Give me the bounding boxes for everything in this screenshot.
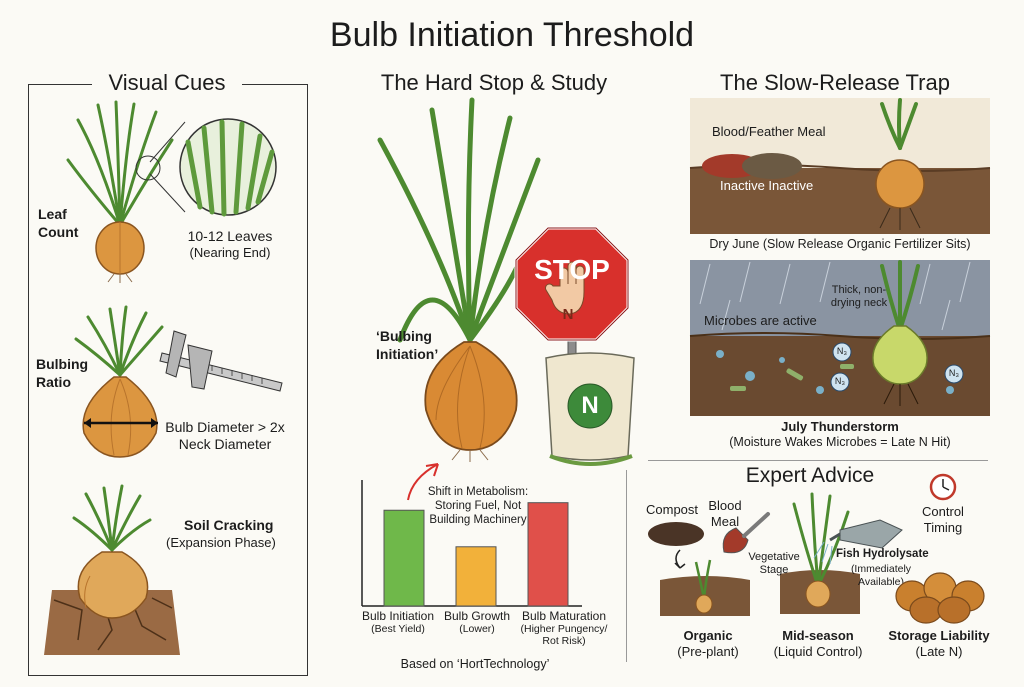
july-caption-main: July Thunderstorm xyxy=(781,419,899,434)
bar-note-growth: (Lower) xyxy=(459,623,495,635)
expert-divider-horizontal xyxy=(648,460,988,461)
meal-label: Blood/Feather Meal xyxy=(712,124,826,139)
soil-cracking-note: (Expansion Phase) xyxy=(166,535,276,550)
metabolism-note: Shift in Metabolism: Storing Fuel, Not B… xyxy=(427,486,529,526)
bar-bulb-initiation xyxy=(383,509,425,607)
hand-n-letter: N xyxy=(562,306,574,323)
bar-label-maturation: Bulb Maturation xyxy=(521,609,607,623)
stored-onions-illustration xyxy=(895,572,985,624)
inactive-label: Inactive Inactive xyxy=(720,178,814,193)
bar-note-initiation: (Best Yield) xyxy=(371,623,425,635)
bar-bulb-maturation xyxy=(527,502,569,607)
expert-advice-heading: Expert Advice xyxy=(745,464,875,487)
midseason-title: Mid-season xyxy=(782,628,854,643)
large-onion-illustration xyxy=(377,97,541,462)
leaf-magnifier-illustration xyxy=(135,118,277,217)
midseason-illustration xyxy=(780,492,903,614)
bulbing-ratio-onion-illustration xyxy=(74,305,164,458)
leaf-count-label: Leaf Count xyxy=(38,206,79,240)
bar-label-initiation: Bulb Initiation xyxy=(361,609,435,623)
visual-cues-heading: Visual Cues xyxy=(92,70,242,96)
july-caption-sub: (Moisture Wakes Microbes = Late N Hit) xyxy=(729,435,951,449)
storage-title: Storage Liability xyxy=(888,628,990,643)
bulbing-ratio-note-main: Bulb Diameter > 2x xyxy=(165,419,285,435)
chart-source: Based on ‘HortTechnology’ xyxy=(400,657,550,671)
bar-label-growth: Bulb Growth xyxy=(443,609,511,623)
midseason-sub: (Liquid Control) xyxy=(773,644,863,659)
bulbing-ratio-label: Bulbing Ratio xyxy=(36,356,89,390)
slow-release-heading: The Slow-Release Trap xyxy=(720,70,950,95)
bulbing-ratio-note-sub: Neck Diameter xyxy=(178,436,272,452)
dry-june-caption: Dry June (Slow Release Organic Fertilize… xyxy=(709,237,971,251)
compost-illustration xyxy=(648,522,750,616)
caliper-icon xyxy=(159,330,283,392)
leaf-count-note-main: 10-12 Leaves xyxy=(187,228,273,244)
blood-meal-label: Blood Meal xyxy=(708,498,742,529)
fish-hydrolysate-label: Fish Hydrolysate xyxy=(836,548,929,560)
leaf-count-note-sub: (Nearing End) xyxy=(189,245,271,260)
neck-label: Thick, non-drying neck xyxy=(830,284,888,310)
soil-cracking-illustration xyxy=(44,484,180,655)
nitrogen-tag-1: N₃ xyxy=(836,346,848,356)
leaf-count-onion-illustration xyxy=(66,100,174,283)
metabolism-bar-chart xyxy=(361,480,582,607)
compost-label: Compost xyxy=(646,502,699,517)
fish-note: (Immediately Available) xyxy=(850,563,912,588)
nitrogen-tag-2: N₃ xyxy=(834,376,846,386)
stop-sign-text: STOP xyxy=(534,254,610,285)
fertilizer-bag-letter: N xyxy=(581,392,599,419)
vegetative-stage-label: Vegetative Stage xyxy=(748,551,800,577)
bar-bulb-growth xyxy=(455,546,497,607)
microbes-label: Microbes are active xyxy=(704,313,817,328)
bulbing-initiation-label: ‘Bulbing Initiation’ xyxy=(376,328,439,362)
july-thunderstorm-panel xyxy=(689,260,991,416)
expert-divider-vertical xyxy=(626,470,627,662)
soil-cracking-label: Soil Cracking xyxy=(184,517,274,533)
nitrogen-tag-3: N₃ xyxy=(948,368,960,378)
blood-meal-scoop-icon xyxy=(722,512,770,554)
clock-icon xyxy=(929,473,957,501)
organic-sub: (Pre-plant) xyxy=(677,644,739,659)
storage-sub: (Late N) xyxy=(915,644,963,659)
dry-june-panel xyxy=(689,98,991,234)
metabolism-arrow xyxy=(407,463,439,501)
hard-stop-heading: The Hard Stop & Study xyxy=(380,70,608,95)
bar-note-maturation: (Higher Pungency/ Rot Risk) xyxy=(520,623,608,648)
organic-title: Organic xyxy=(683,628,733,643)
control-timing-label: Control Timing xyxy=(922,504,964,535)
nitrogen-fertilizer-bag xyxy=(545,352,635,466)
page-title: Bulb Initiation Threshold xyxy=(329,16,695,54)
